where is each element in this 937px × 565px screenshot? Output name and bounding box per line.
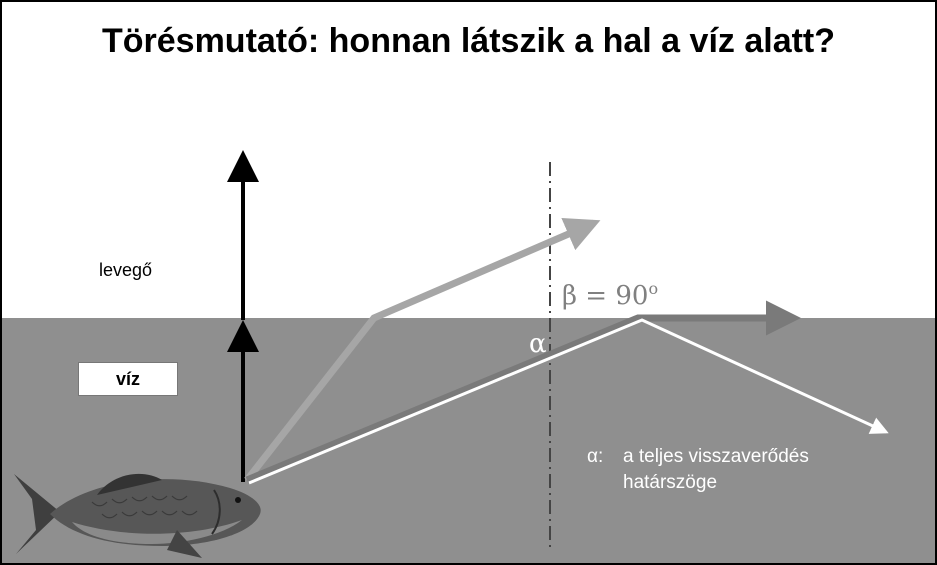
note-line1: a teljes visszaverődés [623,446,809,467]
fish-icon [14,473,261,558]
refracted-ray [244,218,601,483]
beta-equation: β = 90 [562,281,648,311]
slide-title: Törésmutató: honnan látszik a hal a víz … [101,22,836,60]
reflected-ray [248,318,889,485]
alpha-label: α [529,329,547,359]
note-symbol: α: [587,446,604,467]
water-label: víz [78,362,178,396]
beta-degree: o [648,279,658,298]
critical-angle-note: α: a teljes visszaverődés határszöge [587,444,809,496]
beta-label: β = 90o [562,279,658,311]
note-line2: határszöge [623,472,718,493]
critical-ray [245,300,801,484]
air-label: levegő [99,260,153,280]
